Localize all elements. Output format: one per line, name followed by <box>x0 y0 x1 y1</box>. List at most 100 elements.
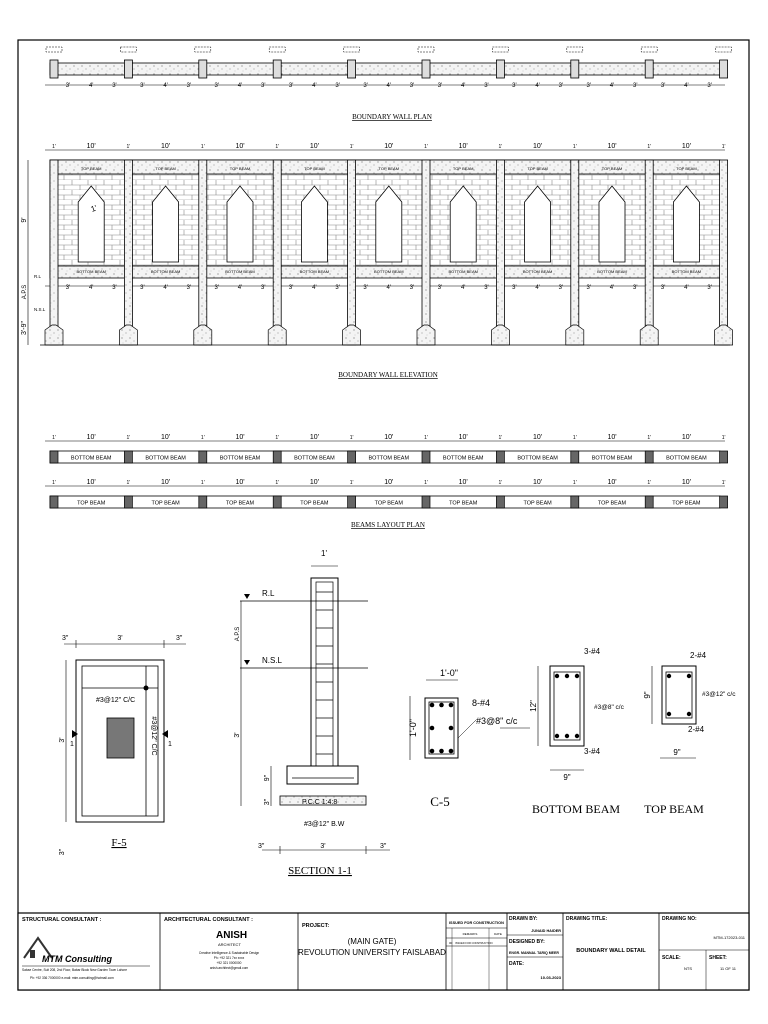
section-nsl: N.S.L <box>262 656 283 665</box>
plan-dim: 3' <box>140 83 144 89</box>
beams-layout-plan: 1'10'1'10'1'10'1'10'1'10'1'10'1'10'1'10'… <box>45 434 728 529</box>
elev-span-dim: 10' <box>533 143 542 150</box>
top-beam-rebar <box>666 711 672 717</box>
plan-dim: 4' <box>535 83 539 89</box>
beam-span-dim: 10' <box>459 479 468 486</box>
beam-span-dim: 10' <box>682 479 691 486</box>
elev-arch-opening <box>226 185 254 263</box>
section-title: SECTION 1-1 <box>288 865 352 877</box>
elev-arch-opening <box>375 185 403 263</box>
bottom-beam-rebar <box>574 733 580 739</box>
elev-edge-dim: 1' <box>127 144 131 150</box>
elev-bottom-beam-label: BOTTOM BEAM <box>151 269 180 274</box>
elev-span-dim: 10' <box>384 143 393 150</box>
elev-panel-dim: 4' <box>89 285 93 291</box>
elev-footing <box>416 324 436 346</box>
mtm-contact: Ph: +92 336 7000000 e-mail: mtm.consulti… <box>30 976 114 980</box>
drawing-no: MTM-172023-011 <box>714 935 746 940</box>
elev-panel-dim: 3' <box>363 285 367 291</box>
elev-column <box>124 159 133 346</box>
column-ties: #3@8" c/c <box>476 716 518 726</box>
beam-plan-column <box>198 450 208 464</box>
plan-footing-outline <box>343 46 360 53</box>
plan-dim: 3' <box>335 83 339 89</box>
top-beam-rebar <box>686 673 692 679</box>
column-rebar <box>448 702 454 708</box>
bottom-beam-rebar <box>574 673 580 679</box>
plan-dim: 3' <box>559 83 563 89</box>
drawing-title-label: DRAWING TITLE: <box>566 916 607 922</box>
plan-column <box>124 59 133 79</box>
elev-panel-dim: 4' <box>610 285 614 291</box>
elev-aps-dim: A.P.S <box>22 285 28 300</box>
plan-column <box>347 59 357 79</box>
column-rebar <box>439 748 444 754</box>
beam-plan-column <box>570 495 580 509</box>
elev-panel-dim: 3' <box>66 285 70 291</box>
plan-footing-outline <box>417 46 435 53</box>
elev-panel-dim: 3' <box>661 285 665 291</box>
beam-span-dim: 10' <box>533 479 542 486</box>
column-rebar <box>429 725 435 731</box>
boundary-wall-elevation: 1'10'1'10'1'10'1'10'1'10'1'10'1'10'1'10'… <box>21 143 733 379</box>
section-bottom-dim-3: 3" <box>380 843 387 850</box>
footing-section-mark-l: 1 <box>70 741 74 748</box>
arch-line-1: Creative Intelligence & Sustainable Desi… <box>199 951 259 955</box>
beam-span-dim: 10' <box>310 434 319 441</box>
top-beam-rebar <box>686 711 692 717</box>
plan-dim: 3' <box>215 83 219 89</box>
elev-top-beam-label: TOP BEAM <box>155 166 176 171</box>
elev-footing <box>714 324 733 346</box>
rev-remark: ISSUED FOR CONSTRUCTION <box>455 941 493 945</box>
section-top-dim: 1' <box>321 549 327 558</box>
elev-panel-dim: 3' <box>140 285 144 291</box>
beam-span-dim: 10' <box>235 479 244 486</box>
beam-plan-column <box>272 495 282 509</box>
plan-dim: 4' <box>163 83 167 89</box>
beam-edge-dim: 1' <box>424 480 428 486</box>
plan-dim: 4' <box>312 83 316 89</box>
beam-span-dim: 10' <box>87 479 96 486</box>
section-rl: R.L <box>262 589 275 598</box>
plan-footing-outline <box>715 46 732 53</box>
elev-panel-dim: 3' <box>410 285 414 291</box>
section-bottom-dim-1: 3" <box>258 843 265 850</box>
elev-bottom-beam-label: BOTTOM BEAM <box>76 269 105 274</box>
elev-bottom-beam-label: BOTTOM BEAM <box>672 269 701 274</box>
column-main-bars: 8-#4 <box>472 698 490 708</box>
plan-column <box>272 59 282 79</box>
footing-rebar-v: #3@12" C/C <box>150 716 157 755</box>
elev-bottom-beam-label: BOTTOM BEAM <box>225 269 254 274</box>
elev-edge-dim: 1' <box>52 144 56 150</box>
beam-edge-dim: 1' <box>52 435 56 441</box>
architectural-consultant-label: ARCHITECTURAL CONSULTANT : <box>164 917 253 923</box>
elev-footing <box>565 324 585 346</box>
beam-plan-column <box>49 450 59 464</box>
elev-edge-dim: 1' <box>424 144 428 150</box>
elev-panel-dim: 3' <box>112 285 116 291</box>
elev-top-beam-label: TOP BEAM <box>602 166 623 171</box>
column-rebar <box>429 702 435 708</box>
elev-span-dim: 10' <box>87 143 96 150</box>
plan-dim: 3' <box>66 83 70 89</box>
plan-dim: 4' <box>387 83 391 89</box>
plan-dim: 3' <box>112 83 116 89</box>
beam-edge-dim: 1' <box>499 480 503 486</box>
column-size-h: 1'-0" <box>440 668 458 678</box>
elev-footing <box>193 324 213 346</box>
plan-column <box>570 59 580 79</box>
plan-footing-outline <box>45 46 63 53</box>
elev-panel-dim: 3' <box>335 285 339 291</box>
beam-edge-dim: 1' <box>722 435 726 441</box>
date-label: DATE: <box>509 961 524 967</box>
elev-column <box>347 159 357 346</box>
footing-side-dim-2: 3" <box>59 848 66 855</box>
plan-footing-outline <box>566 46 584 53</box>
top-beam-detail: 2-#4 2-#4 #3@12" c/c 9" 9" TOP BEAM <box>643 651 736 816</box>
beam-plan-label: BOTTOM BEAM <box>443 456 484 462</box>
beam-plan-column <box>570 450 580 464</box>
elev-column <box>570 159 580 346</box>
beam-plan-label: BOTTOM BEAM <box>145 456 186 462</box>
elev-edge-dim: 1' <box>647 144 651 150</box>
